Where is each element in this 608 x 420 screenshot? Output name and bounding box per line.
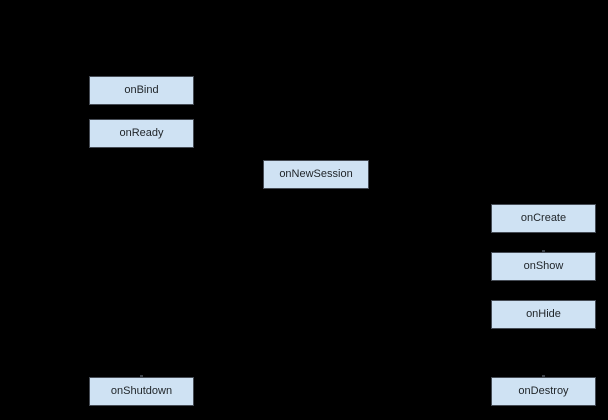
arrow-tip-ondestroy <box>542 375 545 377</box>
arrow-tip-onshutdown <box>140 375 143 377</box>
node-onbind: onBind <box>89 76 194 105</box>
node-oncreate: onCreate <box>491 204 596 233</box>
node-ondestroy: onDestroy <box>491 377 596 406</box>
node-onready: onReady <box>89 119 194 148</box>
arrow-tip-onshow <box>542 250 545 252</box>
node-onhide: onHide <box>491 300 596 329</box>
node-onnewsession: onNewSession <box>263 160 369 189</box>
node-onshutdown: onShutdown <box>89 377 194 406</box>
node-onshow: onShow <box>491 252 596 281</box>
